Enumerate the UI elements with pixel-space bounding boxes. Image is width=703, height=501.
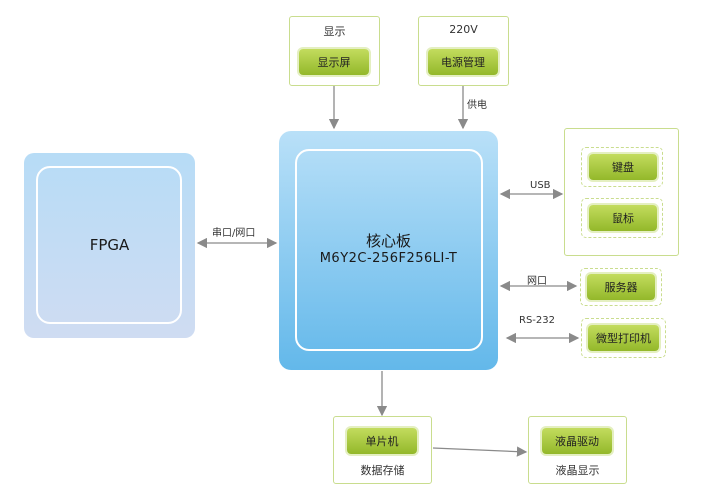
mcu-group-label: 数据存储 [360,464,405,477]
keyboard-button[interactable]: 键盘 [589,154,657,180]
display-group: 显示 显示屏 [289,16,380,86]
lcd-group-label: 液晶显示 [555,464,600,477]
fpga-block[interactable]: FPGA [24,153,195,338]
arrow-mcu-to-lcd [432,446,528,457]
power-management-button[interactable]: 电源管理 [428,49,498,75]
printer-link-label: RS-232 [519,315,555,326]
fpga-link-label: 串口/网口 [212,228,256,239]
power-link-label: 供电 [467,100,487,111]
mcu-button[interactable]: 单片机 [347,428,417,454]
core-board-block[interactable]: 核心板 M6Y2C-256F256LI-T [279,131,498,370]
power-group-label: 220V [449,23,478,36]
core-board-title: 核心板 [365,232,411,250]
power-group: 220V 电源管理 [418,16,509,86]
mouse-button[interactable]: 鼠标 [589,205,657,231]
server-link-label: 网口 [527,276,547,287]
display-screen-button[interactable]: 显示屏 [299,49,369,75]
lcd-driver-button[interactable]: 液晶驱动 [542,428,612,454]
lcd-group: 液晶驱动 液晶显示 [528,416,627,484]
printer-button[interactable]: 微型打印机 [588,325,659,351]
display-group-label: 显示 [323,25,346,38]
core-board-model: M6Y2C-256F256LI-T [319,251,458,266]
usb-group: 键盘 鼠标 [564,128,679,256]
server-button[interactable]: 服务器 [587,274,655,300]
usb-link-label: USB [530,180,551,191]
core-inner-frame [295,149,483,351]
fpga-label: FPGA [89,236,130,254]
mcu-group: 单片机 数据存储 [333,416,432,484]
fpga-inner-frame [36,166,182,324]
